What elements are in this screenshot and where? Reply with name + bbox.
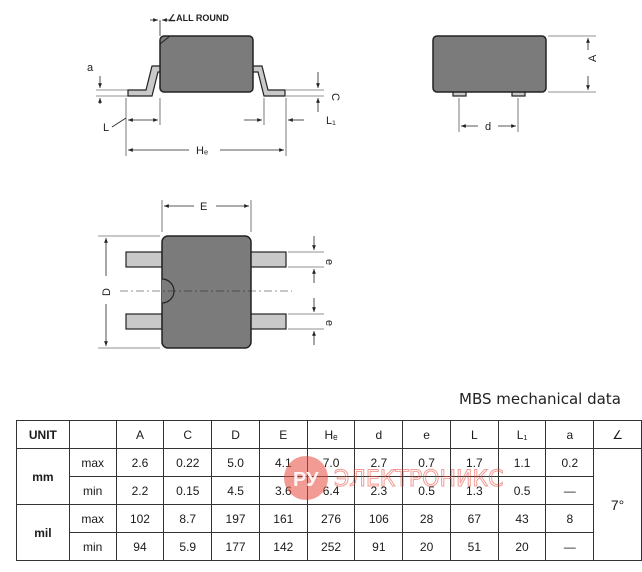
top-lead-4 xyxy=(249,313,287,330)
dim-d-label: d xyxy=(485,121,491,133)
header-cell: L₁ xyxy=(497,420,547,449)
value-cell: 1.3 xyxy=(449,476,499,505)
value-cell: 2.7 xyxy=(354,448,404,477)
end-body xyxy=(432,35,547,93)
header-cell: a xyxy=(545,420,595,449)
side-lead-right xyxy=(249,65,286,97)
value-cell: — xyxy=(545,532,595,561)
top-body xyxy=(161,235,252,349)
header-cell: Hₑ xyxy=(306,420,356,449)
value-cell: 51 xyxy=(449,532,499,561)
top-lead-2 xyxy=(125,313,163,330)
header-cell: C xyxy=(163,420,213,449)
side-body xyxy=(159,35,254,93)
value-cell: 20 xyxy=(497,532,547,561)
dim-C-label: C xyxy=(329,93,341,101)
value-cell: 4.1 xyxy=(258,448,308,477)
end-view: A d xyxy=(432,35,599,133)
header-cell: d xyxy=(354,420,404,449)
table-row: min 2.2 0.15 4.5 3.6 6.4 2.3 0.5 1.3 0.5… xyxy=(17,476,642,505)
value-cell: 0.2 xyxy=(545,448,595,477)
side-lead-left xyxy=(127,65,163,97)
dim-E-label: E xyxy=(200,201,207,213)
table-title: MBS mechanical data xyxy=(459,390,621,408)
value-cell: 3.6 xyxy=(258,476,308,505)
dim-HE-label: Hₑ xyxy=(196,145,208,157)
value-cell: 0.22 xyxy=(163,448,213,477)
dim-L-label: L xyxy=(103,122,109,134)
dim-e-bottom-label: e xyxy=(323,320,335,326)
value-cell: 1.1 xyxy=(497,448,547,477)
table-header-row: UNIT A C D E Hₑ d e L L₁ a ∠ xyxy=(16,420,642,449)
limit-cell: min xyxy=(68,532,117,561)
value-cell: 177 xyxy=(211,532,260,561)
value-cell: 5.9 xyxy=(163,532,213,561)
table-row: min 94 5.9 177 142 252 91 20 51 20 — xyxy=(17,532,642,561)
value-cell: 197 xyxy=(211,504,260,533)
angle-cell: 7° xyxy=(593,448,642,561)
top-view: E D e e xyxy=(98,200,335,349)
value-cell: 8.7 xyxy=(163,504,213,533)
value-cell: 28 xyxy=(402,504,451,533)
value-cell: 1.7 xyxy=(449,448,499,477)
header-cell: UNIT xyxy=(16,420,70,449)
value-cell: 20 xyxy=(402,532,451,561)
limit-cell: min xyxy=(68,476,117,505)
top-lead-1 xyxy=(125,251,163,268)
value-cell: 67 xyxy=(449,504,499,533)
dim-L1-label: L₁ xyxy=(326,115,336,127)
dim-D-label: D xyxy=(101,288,113,296)
table-row: mil max 102 8.7 197 161 276 106 28 67 43… xyxy=(16,504,642,561)
value-cell: 106 xyxy=(354,504,404,533)
value-cell: 8 xyxy=(545,504,595,533)
limit-cell: max xyxy=(68,448,117,477)
value-cell: 2.2 xyxy=(115,476,165,505)
value-cell: 252 xyxy=(306,532,356,561)
value-cell: 0.5 xyxy=(402,476,451,505)
dim-A-label: A xyxy=(587,54,599,62)
top-lead-3 xyxy=(249,251,287,268)
dim-e-top-label: e xyxy=(323,259,335,265)
unit-cell: mil xyxy=(16,504,70,561)
value-cell: — xyxy=(545,476,595,505)
dim-a-label: a xyxy=(87,62,94,74)
side-view: ∠ALL ROUND a L Hₑ L₁ C xyxy=(87,13,341,157)
value-cell: 5.0 xyxy=(211,448,260,477)
value-cell: 7.0 xyxy=(306,448,356,477)
header-cell: D xyxy=(211,420,260,449)
value-cell: 142 xyxy=(258,532,308,561)
header-cell: ∠ xyxy=(593,420,642,449)
table-row: mm max 2.6 0.22 5.0 4.1 7.0 2.7 0.7 1.7 … xyxy=(16,448,642,561)
limit-cell: max xyxy=(68,504,117,533)
header-cell: e xyxy=(402,420,451,449)
header-cell: L xyxy=(449,420,499,449)
value-cell: 0.15 xyxy=(163,476,213,505)
all-round-label: ∠ALL ROUND xyxy=(168,13,229,23)
header-cell: E xyxy=(258,420,308,449)
value-cell: 94 xyxy=(115,532,165,561)
mechanical-data-table: UNIT A C D E Hₑ d e L L₁ a ∠ mm max 2.6 … xyxy=(16,420,642,561)
value-cell: 2.3 xyxy=(354,476,404,505)
value-cell: 0.5 xyxy=(497,476,547,505)
value-cell: 91 xyxy=(354,532,404,561)
package-drawing: ∠ALL ROUND a L Hₑ L₁ C xyxy=(87,13,599,349)
header-cell xyxy=(68,420,117,449)
value-cell: 276 xyxy=(306,504,356,533)
value-cell: 0.7 xyxy=(402,448,451,477)
value-cell: 43 xyxy=(497,504,547,533)
value-cell: 161 xyxy=(258,504,308,533)
header-cell: A xyxy=(115,420,165,449)
unit-cell: mm xyxy=(16,448,70,505)
value-cell: 2.6 xyxy=(115,448,165,477)
value-cell: 102 xyxy=(115,504,165,533)
value-cell: 6.4 xyxy=(306,476,356,505)
value-cell: 4.5 xyxy=(211,476,260,505)
